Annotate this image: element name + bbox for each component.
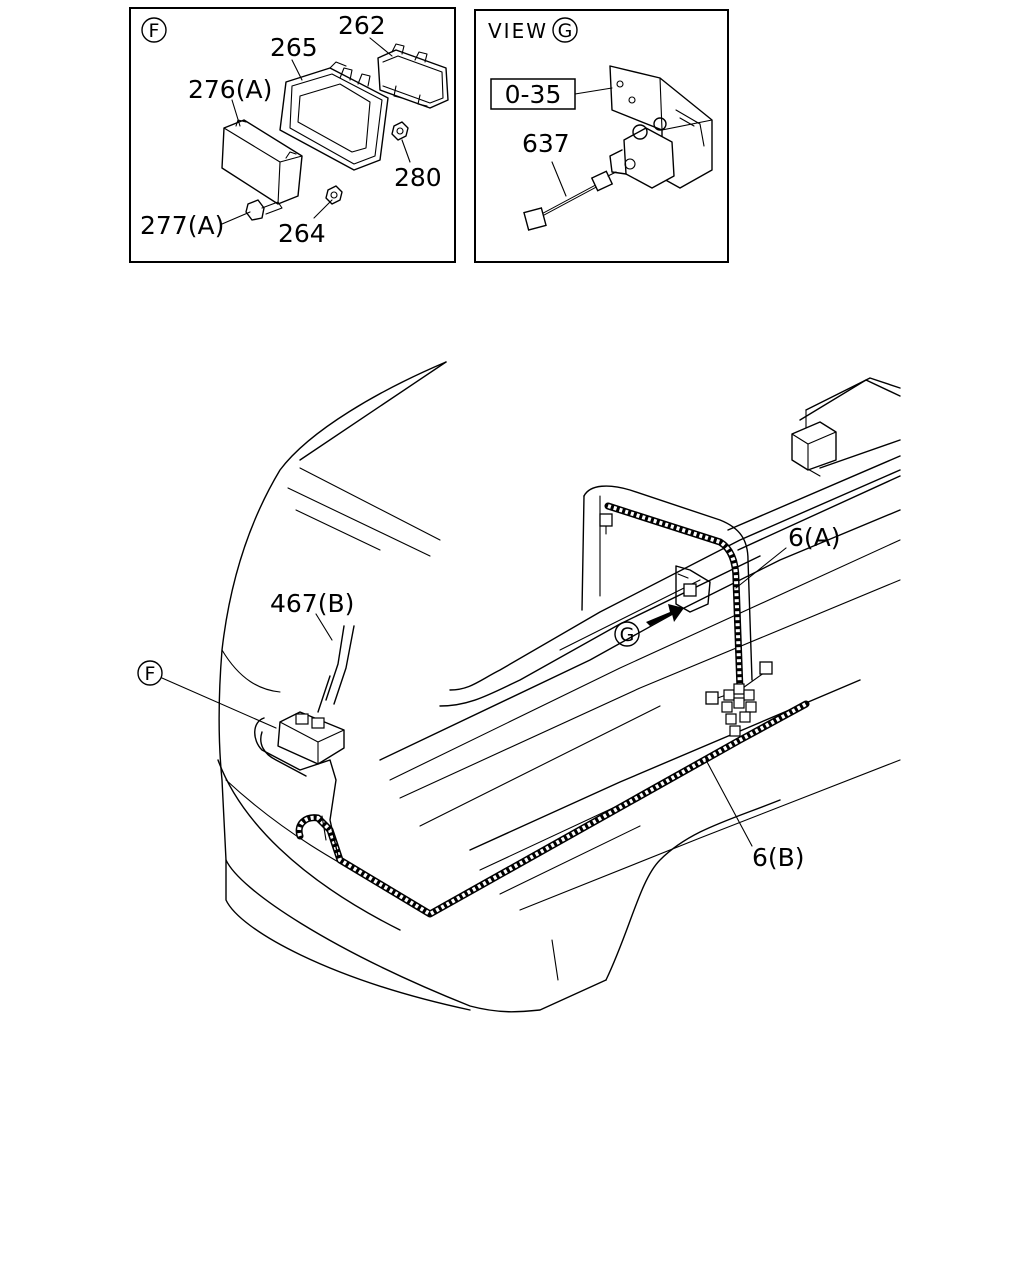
harness-6b	[295, 700, 810, 918]
leader-467b	[315, 613, 333, 641]
part-262-bracket	[377, 43, 449, 109]
label-637: 637	[522, 129, 570, 158]
part-280-nut	[391, 121, 409, 141]
part-265-housing	[279, 61, 389, 171]
marker-g: G	[614, 621, 640, 647]
leader-6a	[735, 547, 787, 589]
inset-g-marker: G	[552, 17, 578, 43]
label-6b: 6(B)	[752, 843, 805, 872]
sensor-unit	[609, 117, 675, 189]
label-262: 262	[338, 11, 386, 40]
leader-marker-f	[161, 677, 277, 729]
view-g-arrow	[646, 604, 684, 626]
inset-g-view: VIEW G 0-35	[474, 9, 729, 263]
svg-text:F: F	[145, 663, 156, 685]
svg-text:G: G	[558, 20, 573, 42]
inset-g-frame	[474, 9, 729, 263]
leader-262	[369, 37, 393, 57]
leader-280	[401, 139, 411, 163]
part-467b-unit	[254, 625, 355, 857]
leader-637	[551, 161, 567, 197]
label-276a: 276(A)	[188, 75, 272, 104]
view-g-sensor	[675, 565, 711, 613]
inset-f-marker: F	[141, 17, 167, 43]
harness-6a	[581, 485, 753, 694]
label-264: 264	[278, 219, 326, 248]
leader-ref-box	[574, 87, 613, 95]
part-277a-bolt	[245, 199, 283, 221]
inset-f-detail: F	[129, 7, 456, 263]
part-264-nut	[325, 185, 343, 205]
vehicle-body	[217, 361, 901, 1013]
leader-265	[291, 59, 303, 81]
leader-6b	[705, 759, 753, 847]
label-265: 265	[270, 33, 318, 62]
label-6a: 6(A)	[788, 523, 841, 552]
svg-text:F: F	[149, 20, 160, 42]
inset-f-frame	[129, 7, 456, 263]
leader-264	[313, 199, 333, 219]
connector-cluster	[705, 661, 773, 737]
sensor-bracket	[609, 65, 713, 189]
view-title: VIEW	[488, 19, 548, 43]
part-276a-unit	[221, 119, 303, 205]
marker-f: F	[137, 660, 163, 686]
svg-text:G: G	[620, 624, 635, 646]
leader-277a	[221, 211, 251, 225]
leader-276a	[231, 99, 241, 127]
ref-box-0-35: 0-35	[505, 80, 562, 109]
label-280: 280	[394, 163, 442, 192]
label-467b: 467(B)	[270, 589, 354, 618]
label-277a: 277(A)	[140, 211, 224, 240]
harness-6a-connector	[599, 513, 613, 527]
harness-637	[523, 170, 617, 231]
